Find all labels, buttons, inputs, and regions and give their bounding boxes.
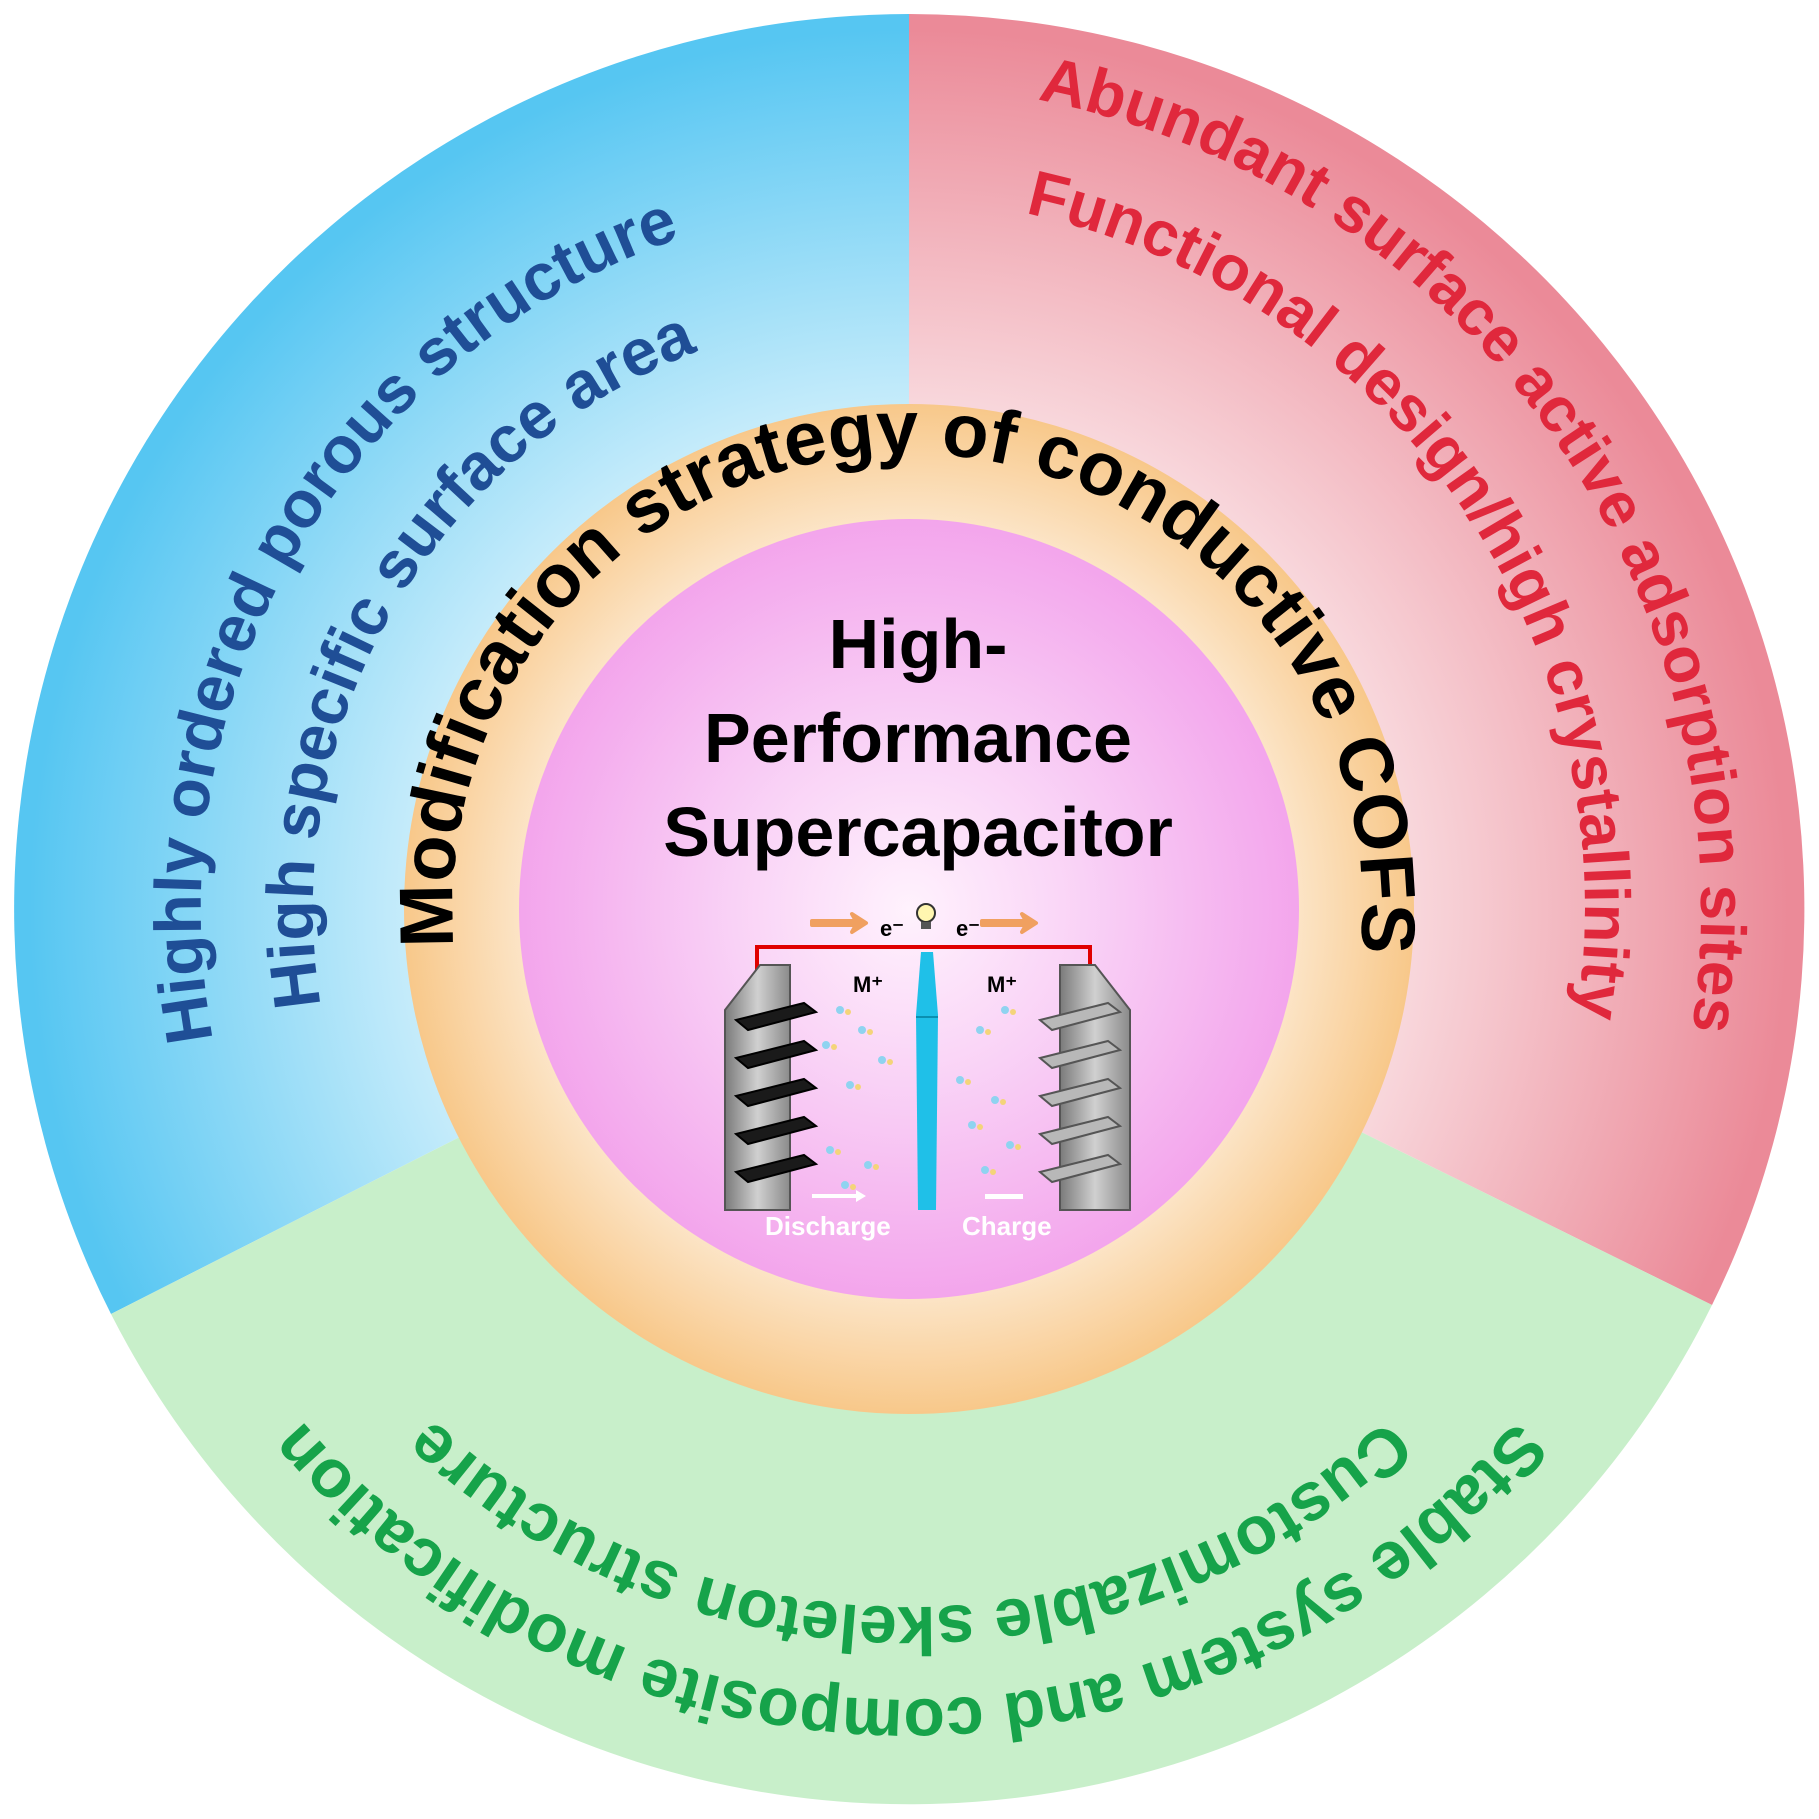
discharge-label: Discharge [765, 1211, 891, 1241]
electron-right-label: e⁻ [956, 916, 980, 941]
center-title-line3: Supercapacitor [663, 793, 1173, 871]
center-title-line1: High- [829, 605, 1008, 683]
separator-membrane [916, 952, 938, 1210]
right-flow-arrow-icon [980, 912, 1038, 934]
discharge-arrow-icon [812, 1190, 866, 1202]
supercapacitor-illustration: e⁻ e⁻ M⁺ M⁺ − + [724, 903, 1131, 1241]
center-title-line2: Performance [704, 699, 1132, 777]
charge-bar-icon [985, 1194, 1023, 1199]
charge-label: Charge [962, 1211, 1052, 1241]
electron-left-label: e⁻ [880, 916, 904, 941]
left-active-material [733, 1001, 819, 1184]
cation-left-label: M⁺ [853, 972, 883, 997]
cation-right-label: M⁺ [987, 972, 1017, 997]
light-bulb-icon [916, 903, 936, 929]
mode-labels: Discharge Charge [765, 1211, 1052, 1241]
left-flow-arrow-icon [810, 912, 868, 934]
center-title: High- Performance Supercapacitor [663, 605, 1173, 871]
right-active-material [1037, 1001, 1123, 1184]
electrolyte-ions [822, 1006, 1021, 1190]
